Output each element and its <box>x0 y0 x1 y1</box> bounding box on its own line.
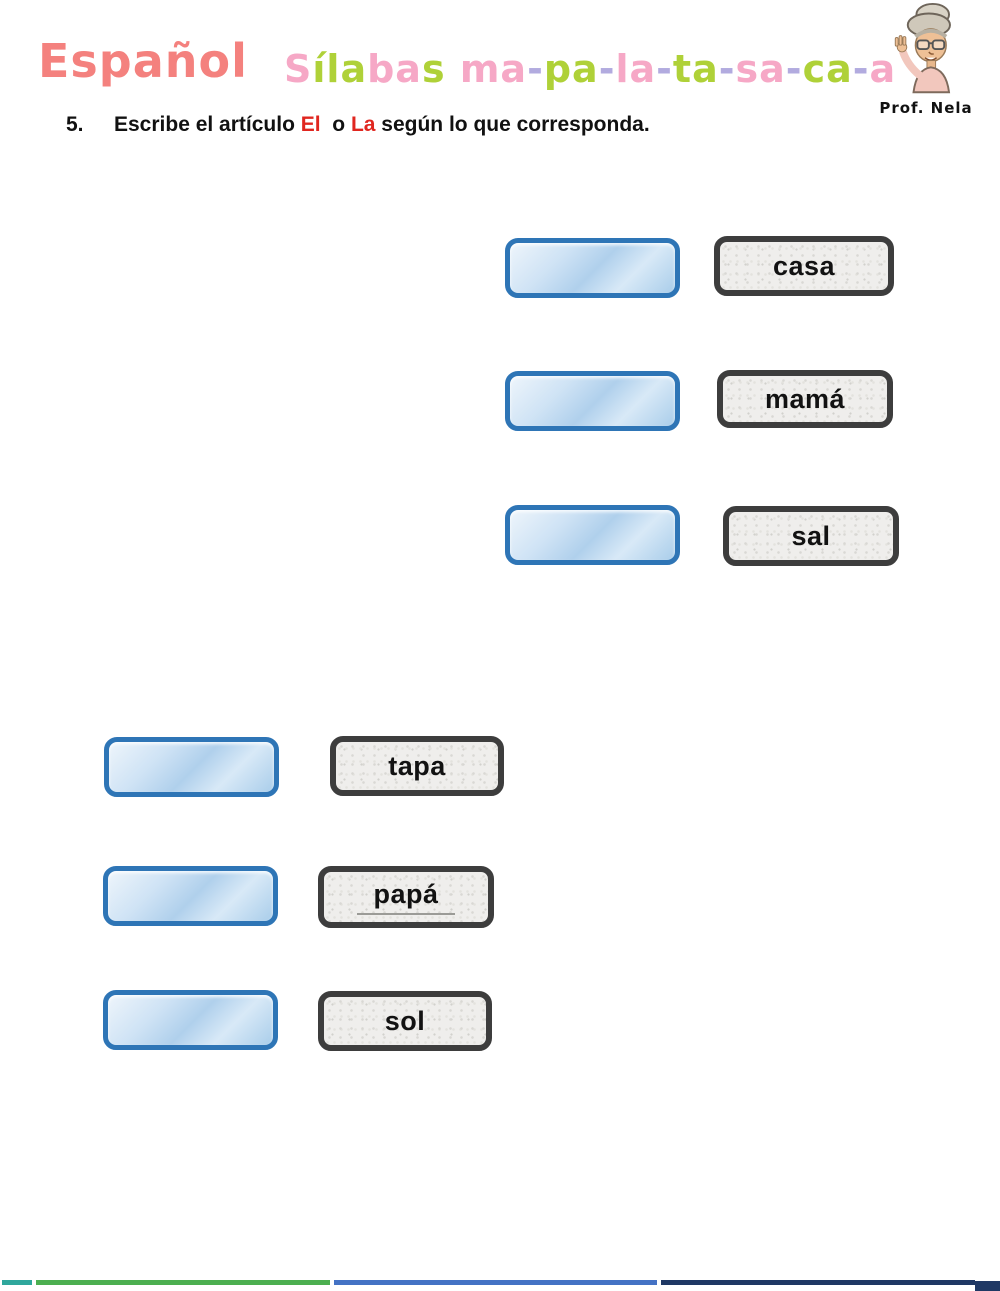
instruction-part: El <box>300 113 321 136</box>
word-label: sol <box>384 1005 426 1036</box>
teacher-avatar-illustration <box>894 2 951 94</box>
article-input-box[interactable] <box>505 238 680 298</box>
teacher-avatar: Prof. Nela <box>866 2 986 117</box>
article-input-box[interactable] <box>505 371 680 431</box>
word-label: casa <box>772 250 836 281</box>
subtitle-segment: s <box>421 47 446 91</box>
subtitle-segment: S <box>284 47 313 91</box>
footer-stripe-blue <box>334 1280 657 1285</box>
subtitle-segment: - <box>718 47 736 91</box>
footer-stripe-teal <box>2 1280 32 1285</box>
instruction-part: La <box>350 113 376 136</box>
footer-stripe-green <box>36 1280 330 1285</box>
word-tile[interactable]: mamá <box>717 370 893 428</box>
subtitle-segment: b <box>367 47 396 91</box>
instruction-part: según lo que corresponda. <box>375 113 650 136</box>
footer-stripe-navy <box>661 1280 975 1285</box>
subtitle-segment: ca <box>802 47 853 91</box>
instruction: 5. Escribe el artículo El o La según lo … <box>66 113 650 137</box>
instruction-number: 5. <box>66 113 84 136</box>
word-label: papá <box>357 879 455 915</box>
subtitle-segment: - <box>852 47 870 91</box>
instruction-text: Escribe el artículo El o La según lo que… <box>114 113 650 137</box>
subtitle-segment: í <box>312 47 327 91</box>
subtitle-segment: l <box>326 47 341 91</box>
subtitle-segment: - <box>785 47 803 91</box>
word-tile[interactable]: papá <box>318 866 494 928</box>
word-label: tapa <box>388 750 446 781</box>
footer-stripes <box>0 1278 1000 1288</box>
article-input-box[interactable] <box>505 505 680 565</box>
word-tile[interactable]: tapa <box>330 736 504 796</box>
subtitle-segment: a <box>340 47 368 91</box>
article-input-box[interactable] <box>104 737 279 797</box>
subtitle-segment: la <box>615 47 657 91</box>
footer-corner-block <box>975 1281 1000 1291</box>
subtitle-segment: ma <box>459 47 528 91</box>
subtitle-segment: sa <box>735 47 786 91</box>
word-tile[interactable]: casa <box>714 236 894 296</box>
page-subtitle: Sílabas ma-pa-la-ta-sa-ca-a <box>284 47 896 91</box>
subtitle-segment: - <box>656 47 673 91</box>
instruction-part: o <box>320 113 351 136</box>
subtitle-segment: - <box>598 47 616 91</box>
word-label: sal <box>791 520 831 551</box>
teacher-name: Prof. Nela <box>879 99 973 117</box>
subtitle-segment: a <box>395 47 422 91</box>
page-title: Español <box>38 34 248 88</box>
subtitle-segment <box>446 47 460 91</box>
subtitle-segment: a <box>869 47 897 91</box>
subtitle-segment: ta <box>672 47 719 91</box>
subtitle-segment: pa <box>543 47 599 91</box>
word-tile[interactable]: sal <box>723 506 899 566</box>
instruction-part: Escribe el artículo <box>114 113 301 136</box>
word-tile[interactable]: sol <box>318 991 492 1051</box>
article-input-box[interactable] <box>103 990 278 1050</box>
article-input-box[interactable] <box>103 866 278 926</box>
subtitle-segment: - <box>527 47 544 91</box>
word-label: mamá <box>764 383 846 414</box>
